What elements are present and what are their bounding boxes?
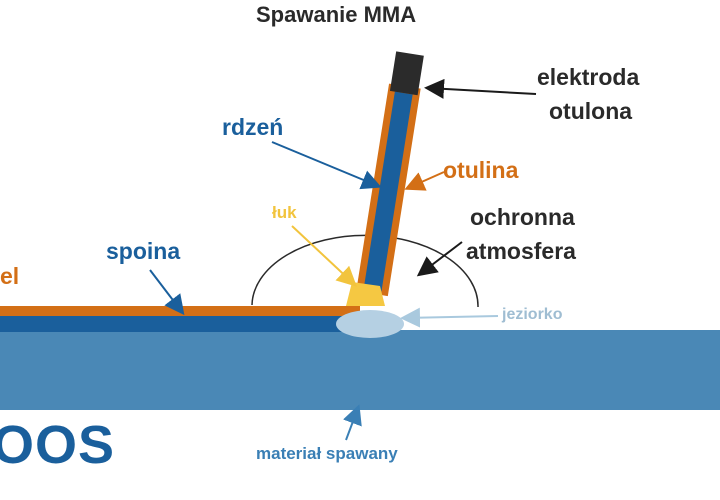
base-material xyxy=(0,330,720,410)
label-luk: łuk xyxy=(272,203,297,222)
label-jeziorko: jeziorko xyxy=(502,306,563,323)
label-material: materiał spawany xyxy=(256,444,398,463)
electrode-core xyxy=(363,91,413,293)
diagram-title: Spawanie MMA xyxy=(256,2,417,27)
arrow-jeziorko xyxy=(400,307,499,328)
label-el-fragment: el xyxy=(0,263,20,289)
label-otulina: otulina xyxy=(443,157,519,183)
arrow-otulina xyxy=(404,171,445,191)
electrode-holder-tip xyxy=(389,51,424,96)
label-ochronna-line1: ochronna xyxy=(470,204,575,230)
welding-arc xyxy=(346,282,385,306)
arrow-luk xyxy=(291,225,357,287)
brand-logo: OOS xyxy=(0,415,116,475)
arrow-rdzen xyxy=(271,141,382,190)
arrow-atmosfera xyxy=(416,241,463,277)
electrode xyxy=(356,51,424,297)
label-elektroda-line1: elektroda xyxy=(537,64,640,90)
label-ochronna-line2: atmosfera xyxy=(466,238,576,264)
weld-pool xyxy=(336,310,404,338)
arrow-material xyxy=(343,404,362,441)
weld-bead xyxy=(0,316,360,332)
label-rdzen: rdzeń xyxy=(222,114,284,140)
label-spoina: spoina xyxy=(106,238,181,264)
arrow-elektroda xyxy=(424,78,537,99)
arrow-spoina xyxy=(149,269,185,316)
label-elektroda-line2: otulona xyxy=(549,98,633,124)
